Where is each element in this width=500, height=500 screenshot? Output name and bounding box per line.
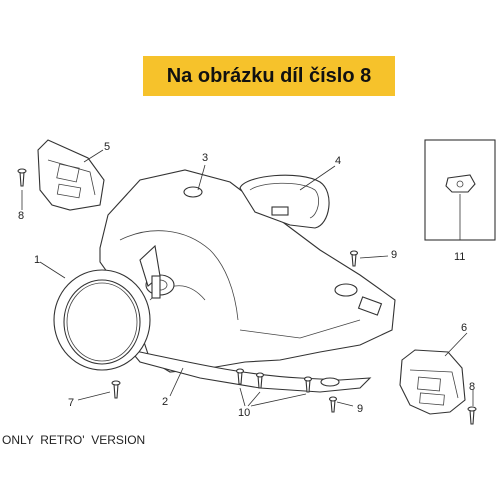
callout-9-lower: 9 (357, 403, 363, 415)
screw-9-lower (328, 396, 338, 413)
callout-4: 4 (335, 155, 341, 167)
screw-8-left (17, 168, 27, 187)
callout-2: 2 (162, 396, 168, 408)
version-note: ONLY RETRO' VERSION (2, 433, 145, 447)
callout-6: 6 (461, 322, 467, 334)
part-5-bracket (37, 139, 105, 211)
part-1-headlight-rim (53, 269, 151, 371)
banner-title: Na obrázku díl číslo 8 (166, 64, 372, 87)
screw-8-right (467, 406, 477, 425)
callout-1: 1 (34, 254, 40, 266)
part-4-gauge-ring (239, 174, 330, 229)
callout-8-left: 8 (18, 210, 24, 222)
callout-5: 5 (104, 141, 110, 153)
callout-9-upper: 9 (391, 249, 397, 261)
callout-7: 7 (68, 397, 74, 409)
screw-7 (111, 380, 121, 399)
screws-10 (235, 368, 313, 393)
screw-9-upper (349, 250, 359, 267)
part-3-handlebar-cover (99, 169, 396, 373)
part-6-bracket (399, 349, 466, 415)
title-banner: Na obrázku díl číslo 8 (143, 56, 395, 96)
callout-8-right: 8 (469, 381, 475, 393)
callout-3: 3 (202, 152, 208, 164)
callout-11: 11 (454, 251, 465, 263)
callout-10: 10 (238, 407, 250, 419)
leader-lines (21, 149, 474, 407)
